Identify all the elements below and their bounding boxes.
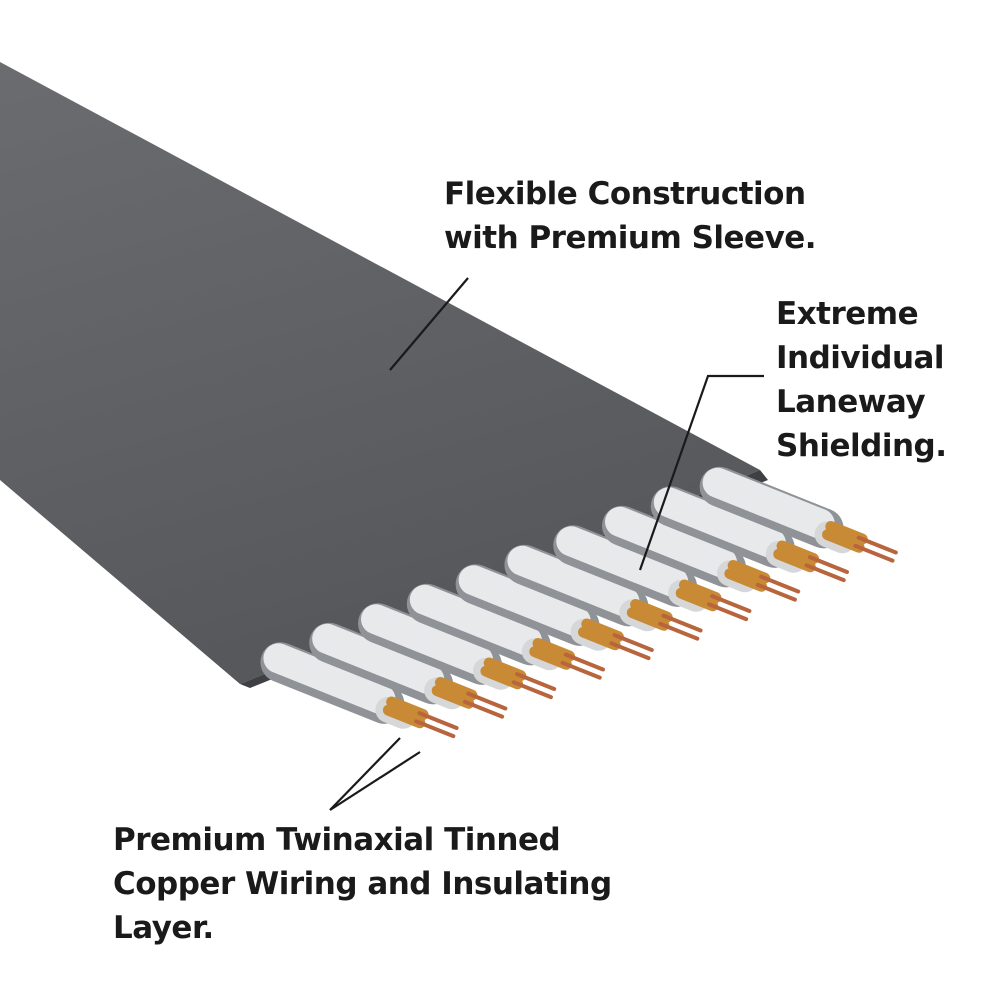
copper-wire	[414, 719, 456, 739]
cable-lane	[602, 505, 801, 602]
sleeve-leader-line	[389, 277, 469, 371]
sleeve-callout: Flexible Construction with Premium Sleev…	[444, 172, 817, 260]
wiring-callout-line-1: Premium Twinaxial Tinned	[113, 822, 561, 858]
lane-shield	[458, 565, 591, 637]
wiring-callout-line-3: Layer.	[113, 910, 214, 946]
shielding-callout-line-4: Shielding.	[776, 428, 947, 464]
copper-wire	[807, 555, 849, 574]
shielding-callout-line-1: Extreme	[776, 296, 919, 332]
cable-lane	[650, 486, 849, 583]
cable-lane	[455, 564, 654, 661]
lane-shield	[702, 467, 835, 539]
copper-wire	[710, 594, 752, 613]
copper-wire	[755, 582, 797, 602]
copper-wire	[759, 574, 801, 594]
wiring-leader-line-a	[329, 737, 401, 811]
cable-lane	[309, 622, 508, 719]
wiring-callout-line-2: Copper Wiring and Insulating	[113, 866, 612, 902]
copper-wire	[804, 563, 846, 583]
shielding-leader-line	[638, 374, 764, 571]
cable-lane	[260, 642, 459, 739]
copper-wire	[853, 543, 895, 563]
shielding-callout-line-3: Laneway	[776, 384, 926, 420]
copper-wire	[417, 711, 459, 730]
cable-lanes	[260, 466, 898, 739]
lane-shield	[409, 584, 542, 656]
cable-lane	[699, 466, 898, 563]
wiring-callout: Premium Twinaxial Tinned Copper Wiring a…	[113, 818, 612, 950]
copper-wire	[661, 613, 703, 633]
lane-shield	[556, 526, 689, 598]
copper-wire	[462, 699, 505, 719]
lane-shield	[263, 643, 396, 715]
cable-lane	[504, 544, 703, 641]
sleeve-callout-line-1: Flexible Construction	[444, 176, 806, 212]
lane-shield	[361, 604, 494, 676]
copper-wire	[466, 691, 508, 711]
copper-wire	[563, 652, 605, 672]
lane-shield	[312, 623, 445, 695]
copper-wire	[511, 680, 553, 700]
cable-lane	[358, 603, 557, 700]
shielding-callout: Extreme Individual Laneway Shielding.	[776, 292, 947, 468]
shielding-callout-line-2: Individual	[776, 340, 945, 376]
lane-shield	[605, 506, 738, 578]
cable-lane	[553, 525, 752, 622]
copper-wire	[658, 621, 700, 641]
copper-wire	[560, 660, 602, 680]
copper-wire	[706, 602, 749, 622]
wiring-leader-line-b	[329, 751, 421, 811]
copper-wire	[609, 641, 651, 661]
lane-shield	[653, 487, 786, 559]
lane-shield	[507, 545, 640, 617]
copper-wire	[612, 633, 654, 652]
copper-wire	[515, 672, 557, 691]
cable-lane	[406, 583, 605, 680]
copper-wire	[856, 535, 898, 555]
sleeve-callout-line-2: with Premium Sleeve.	[444, 220, 817, 256]
